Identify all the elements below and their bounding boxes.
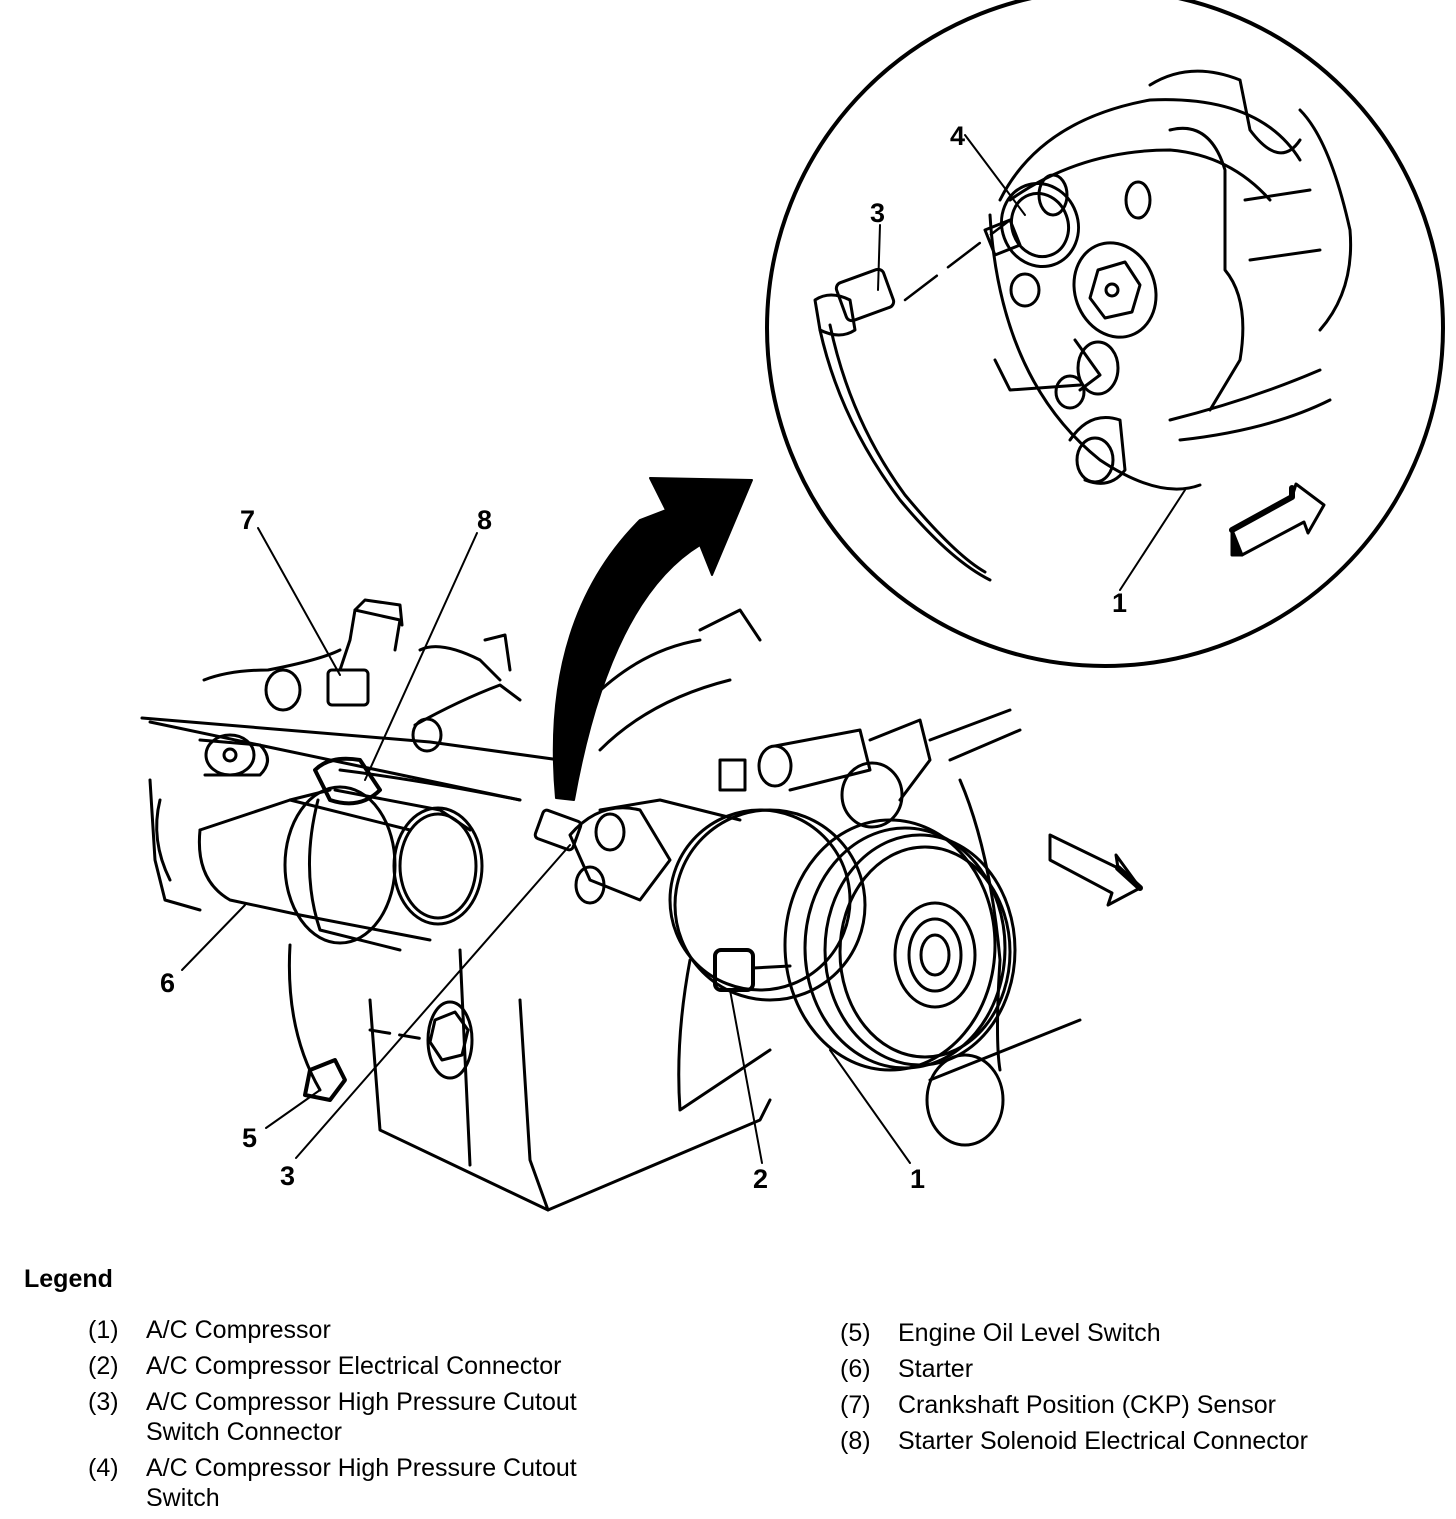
legend-label: A/C Compressor Electrical Connector [146, 1352, 562, 1380]
legend-label: Starter Solenoid Electrical Connector [898, 1427, 1308, 1455]
legend-left-column: (1) A/C Compressor (2) A/C Compressor El… [88, 1315, 646, 1519]
engine-diagram [140, 0, 1445, 1212]
callout-2: 2 [753, 1164, 769, 1194]
engine-assembly [140, 598, 1143, 1212]
compressor-pulley [838, 845, 1012, 1059]
detail-compressor [983, 69, 1353, 491]
detail-connector [813, 218, 1012, 582]
legend-label: A/C Compressor High Pressure Cutout Swit… [146, 1454, 577, 1512]
legend-number: (3) [88, 1388, 119, 1416]
zoom-arrow-icon [552, 477, 753, 801]
legend-item: (8) Starter Solenoid Electrical Connecto… [840, 1426, 1398, 1456]
legend-item: (2) A/C Compressor Electrical Connector [88, 1351, 646, 1381]
legend-number: (4) [88, 1454, 119, 1482]
legend-number: (6) [840, 1355, 871, 1383]
switch-port [1000, 181, 1080, 269]
legend-number: (5) [840, 1319, 871, 1347]
callout-7: 7 [240, 505, 256, 535]
center-nut [1072, 241, 1158, 339]
legend-label: Engine Oil Level Switch [898, 1319, 1161, 1347]
oil-level-switch [303, 1058, 347, 1102]
legend-item: (6) Starter [840, 1354, 1398, 1384]
legend-label: Crankshaft Position (CKP) Sensor [898, 1391, 1276, 1419]
legend-number: (7) [840, 1391, 871, 1419]
legend-number: (1) [88, 1316, 119, 1344]
compressor-connector [713, 948, 755, 992]
callout-5: 5 [242, 1123, 258, 1153]
legend-item: (7) Crankshaft Position (CKP) Sensor [840, 1390, 1398, 1420]
callout-3-detail: 3 [870, 198, 886, 228]
callout-3: 3 [280, 1161, 296, 1191]
legend-item: (5) Engine Oil Level Switch [840, 1318, 1398, 1348]
legend-item: (3) A/C Compressor High Pressure Cutout … [88, 1387, 646, 1447]
legend-item: (1) A/C Compressor [88, 1315, 646, 1345]
callout-4-detail: 4 [950, 121, 966, 151]
cutout-switch [983, 218, 1022, 257]
legend-right-column: (5) Engine Oil Level Switch (6) Starter … [840, 1318, 1398, 1462]
starter [148, 733, 484, 945]
legend-title: Legend [24, 1265, 113, 1293]
compressor [533, 798, 1017, 1147]
direction-arrow-icon [1048, 833, 1142, 907]
legend-item: (4) A/C Compressor High Pressure Cutout … [88, 1453, 646, 1513]
legend-label: Starter [898, 1355, 974, 1383]
legend-label: A/C Compressor High Pressure Cutout Swit… [146, 1388, 577, 1446]
callout-8: 8 [477, 505, 493, 535]
legend-number: (2) [88, 1352, 119, 1380]
detail-circle [765, 0, 1445, 668]
leader-lines [181, 527, 911, 1164]
callout-1-detail: 1 [1112, 588, 1128, 618]
legend-number: (8) [840, 1427, 871, 1455]
ckp-sensor [326, 668, 370, 707]
callout-6: 6 [160, 968, 176, 998]
legend-label: A/C Compressor [146, 1316, 331, 1344]
callout-1: 1 [910, 1164, 926, 1194]
detail-view [765, 0, 1445, 668]
